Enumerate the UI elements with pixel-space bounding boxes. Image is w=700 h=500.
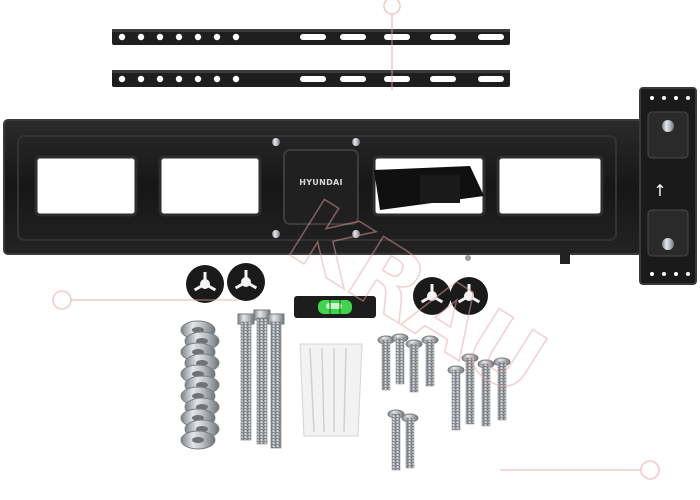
washer-hole [196, 426, 208, 432]
strip-slot [430, 34, 456, 40]
washer-hole [196, 360, 208, 366]
strip-hole [194, 33, 202, 41]
pivot-bracket [639, 87, 697, 285]
screw-shank [381, 339, 391, 391]
up-arrow-icon: ↑ [653, 181, 666, 200]
washer-hole [192, 437, 204, 443]
screw-shank [405, 417, 415, 469]
strip-slot [340, 34, 366, 40]
strip-hole [175, 33, 183, 41]
washer-hole [192, 327, 204, 333]
bubble-level [294, 296, 376, 318]
washer-hole [196, 404, 208, 410]
lag-bolts [237, 309, 285, 449]
vesa-strip-bottom [112, 70, 510, 87]
bolt-shank [270, 321, 282, 449]
spacer-slit [234, 280, 247, 290]
spacer-slit [193, 282, 206, 292]
screw-shank [465, 357, 475, 425]
bolt-shank [256, 317, 268, 445]
washer-stack [180, 320, 220, 450]
vesa-strip-top [112, 29, 510, 45]
strip-hole [232, 33, 240, 41]
strip-hole [118, 75, 126, 83]
strip-slot [300, 76, 326, 82]
screw-shank [451, 369, 461, 431]
machine-screws [377, 333, 511, 471]
strip-slot [384, 34, 410, 40]
spacer-slit [420, 294, 433, 304]
washer-hole [192, 349, 204, 355]
wall-anchors [299, 343, 363, 437]
strip-slot [300, 34, 326, 40]
strip-hole [194, 75, 202, 83]
washer-hole [196, 382, 208, 388]
spacer-slit [204, 282, 217, 292]
strip-hole [137, 33, 145, 41]
spacer-slit [245, 280, 258, 290]
strip-hole [175, 75, 183, 83]
screw-shank [395, 337, 405, 385]
strip-slot [478, 76, 504, 82]
screw-shank [409, 343, 419, 393]
washer-hole [192, 371, 204, 377]
screw-shank [497, 361, 507, 421]
bolt-shank [240, 321, 252, 441]
spacer-slit [457, 294, 470, 304]
strip-slot [478, 34, 504, 40]
strip-hole [213, 33, 221, 41]
screw-shank [481, 363, 491, 427]
washer-hole [192, 393, 204, 399]
strip-hole [156, 33, 164, 41]
strip-hole [213, 75, 221, 83]
wall-plate [3, 119, 643, 264]
watermark-letters: KRAU [271, 180, 563, 417]
strip-hole [156, 75, 164, 83]
round-spacers [186, 263, 488, 315]
strip-slot [340, 76, 366, 82]
screw-shank [391, 413, 401, 471]
strip-slot [430, 76, 456, 82]
brand-label: HYUNDAI [299, 178, 343, 187]
strip-slot [384, 76, 410, 82]
strip-hole [232, 75, 240, 83]
spacer-slit [468, 294, 481, 304]
screw-shank [425, 339, 435, 387]
strip-hole [118, 33, 126, 41]
strip-hole [137, 75, 145, 83]
washer-hole [192, 415, 204, 421]
spacer-slit [431, 294, 444, 304]
washer-hole [196, 338, 208, 344]
